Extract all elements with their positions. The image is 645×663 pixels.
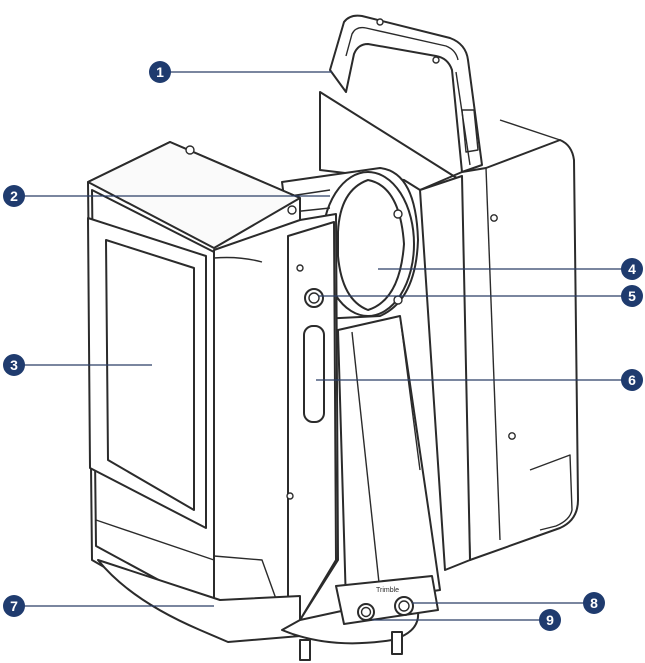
callout-8: 8	[583, 592, 605, 614]
callout-5-dot	[621, 285, 643, 307]
callout-1-label: 1	[156, 64, 164, 80]
callout-8-label: 8	[590, 595, 598, 611]
callout-3: 3	[3, 354, 25, 376]
callout-2-dot	[3, 185, 25, 207]
callout-5-label: 5	[628, 288, 636, 304]
callout-3-dot	[3, 354, 25, 376]
callout-2-label: 2	[10, 188, 18, 204]
center-lower-body	[337, 315, 441, 605]
base: Trimble	[97, 559, 439, 661]
callout-6: 6	[621, 369, 643, 391]
callout-3-label: 3	[10, 357, 18, 373]
callout-7: 7	[3, 595, 25, 617]
front-side-panel	[213, 213, 339, 621]
callout-9-dot	[539, 609, 561, 631]
port-9-connector	[357, 603, 375, 621]
callout-5: 5	[621, 285, 643, 307]
callout-9: 9	[539, 609, 561, 631]
base-brand-text: Trimble	[376, 587, 399, 594]
right-body	[319, 91, 579, 571]
callout-7-dot	[3, 595, 25, 617]
callout-4: 4	[621, 258, 643, 280]
callout-8-dot	[583, 592, 605, 614]
callout-1-dot	[149, 61, 171, 83]
callout-6-dot	[621, 369, 643, 391]
display-screen	[105, 239, 195, 511]
callout-4-dot	[621, 258, 643, 280]
callout-1: 1	[149, 61, 171, 83]
port-8-connector	[394, 596, 414, 616]
callout-2: 2	[3, 185, 25, 207]
callout-6-label: 6	[628, 372, 636, 388]
callout-9-label: 9	[546, 612, 554, 628]
leader-lines	[24, 71, 624, 621]
callout-7-label: 7	[10, 598, 18, 614]
callout-4-label: 4	[628, 261, 636, 277]
